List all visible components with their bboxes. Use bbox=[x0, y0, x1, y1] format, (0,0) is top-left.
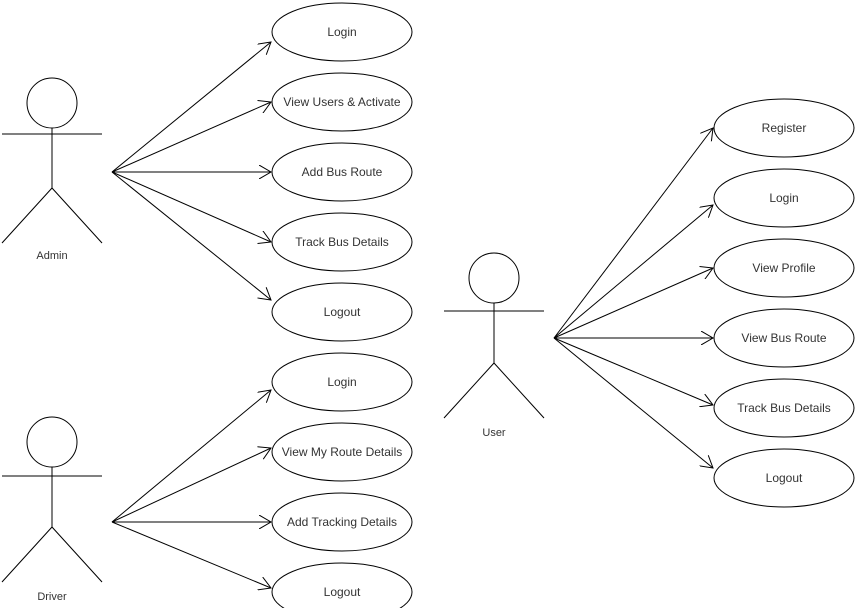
association-arrow bbox=[111, 171, 271, 300]
usecase-label: Logout bbox=[766, 471, 803, 485]
usecase-register: Register bbox=[713, 98, 855, 158]
usecase-add-bus-route: Add Bus Route bbox=[271, 142, 413, 202]
usecase-label: Track Bus Details bbox=[295, 235, 389, 249]
association-arrow bbox=[111, 102, 271, 173]
association-arrow bbox=[553, 205, 713, 339]
driver-associations bbox=[111, 390, 271, 588]
usecase-label: View My Route Details bbox=[282, 445, 403, 459]
usecase-label: Logout bbox=[324, 585, 361, 599]
usecase-label: Add Tracking Details bbox=[287, 515, 397, 529]
usecase-user-track-bus-details: Track Bus Details bbox=[713, 378, 855, 438]
admin-associations bbox=[111, 42, 271, 300]
actor-leg-left bbox=[1, 187, 53, 244]
usecase-user-login: Login bbox=[713, 168, 855, 228]
usecase-admin-track-bus-details: Track Bus Details bbox=[271, 212, 413, 272]
usecase-label: Login bbox=[769, 191, 798, 205]
usecase-admin-login: Login bbox=[271, 2, 413, 62]
usecase-label: View Bus Route bbox=[741, 331, 826, 345]
actor-label: User bbox=[482, 427, 506, 439]
usecase-view-profile: View Profile bbox=[713, 238, 855, 298]
actor-leg-right bbox=[51, 187, 103, 244]
association-arrow bbox=[553, 268, 713, 339]
actor-label: Driver bbox=[37, 591, 67, 603]
usecase-view-my-route-details: View My Route Details bbox=[271, 422, 413, 482]
association-arrow bbox=[553, 337, 713, 405]
usecase-label: Login bbox=[327, 25, 356, 39]
usecase-view-users-activate: View Users & Activate bbox=[271, 72, 413, 132]
actor-admin: Admin bbox=[1, 77, 103, 262]
driver-use-cases: Login View My Route Details Add Tracking… bbox=[271, 352, 413, 608]
association-arrow bbox=[111, 171, 271, 242]
actor-leg-right bbox=[493, 362, 545, 419]
actor-leg-left bbox=[443, 362, 495, 419]
usecase-label: Track Bus Details bbox=[737, 401, 831, 415]
usecase-label: Logout bbox=[324, 305, 361, 319]
usecase-label: View Profile bbox=[752, 261, 815, 275]
actor-leg-left bbox=[1, 526, 53, 583]
usecase-label: Login bbox=[327, 375, 356, 389]
association-arrow bbox=[111, 448, 271, 523]
association-arrow bbox=[111, 42, 271, 173]
association-arrow bbox=[111, 521, 271, 588]
actor-label: Admin bbox=[36, 250, 67, 262]
actor-user: User bbox=[443, 252, 545, 439]
user-use-cases: Register Login View Profile View Bus Rou… bbox=[713, 98, 855, 508]
association-arrow bbox=[553, 128, 713, 339]
actor-driver: Driver bbox=[1, 416, 103, 603]
usecase-user-logout: Logout bbox=[713, 448, 855, 508]
user-associations bbox=[553, 128, 713, 468]
usecase-add-tracking-details: Add Tracking Details bbox=[271, 492, 413, 552]
usecase-view-bus-route: View Bus Route bbox=[713, 308, 855, 368]
actor-head bbox=[26, 416, 78, 468]
association-arrow bbox=[111, 390, 271, 523]
usecase-label: Register bbox=[762, 121, 807, 135]
actor-leg-right bbox=[51, 526, 103, 583]
admin-use-cases: Login View Users & Activate Add Bus Rout… bbox=[271, 2, 413, 342]
association-arrow bbox=[553, 337, 713, 468]
usecase-driver-login: Login bbox=[271, 352, 413, 412]
usecase-label: Add Bus Route bbox=[302, 165, 383, 179]
usecase-driver-logout: Logout bbox=[271, 562, 413, 608]
usecase-label: View Users & Activate bbox=[283, 95, 400, 109]
usecase-admin-logout: Logout bbox=[271, 282, 413, 342]
actor-head bbox=[468, 252, 520, 304]
actor-head bbox=[26, 77, 78, 129]
